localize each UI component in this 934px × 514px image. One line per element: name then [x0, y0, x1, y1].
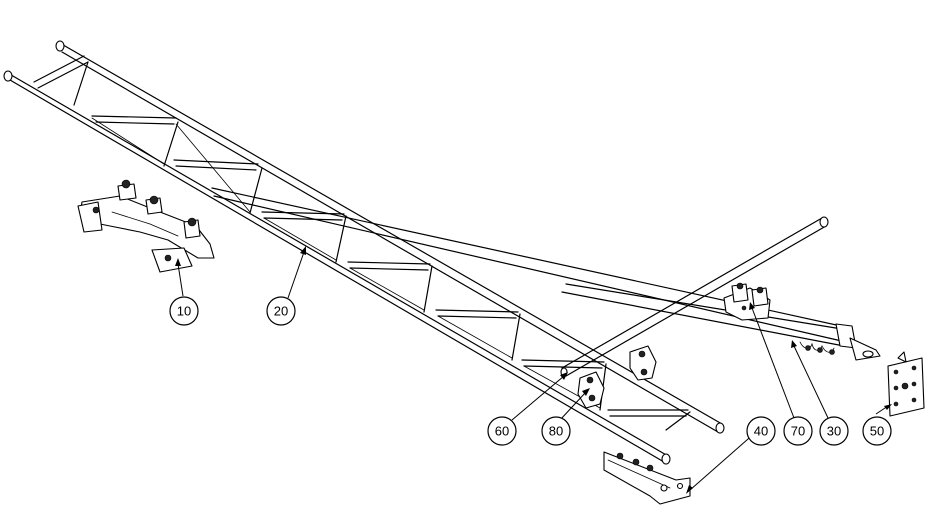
rod: [560, 216, 829, 377]
callout-label-60: 60: [495, 424, 509, 439]
callout-label-20: 20: [274, 304, 288, 319]
callout-label-30: 30: [827, 424, 841, 439]
callout-label-40: 40: [754, 424, 768, 439]
leader-lines: [175, 246, 892, 494]
callout-30: 30: [819, 416, 849, 446]
callout-70: 70: [783, 416, 813, 446]
callout-60: 60: [487, 416, 517, 446]
plate-50: [887, 351, 925, 417]
callout-label-80: 80: [549, 424, 563, 439]
mount-bracket-40: [603, 451, 691, 505]
callout-label-10: 10: [177, 304, 191, 319]
clamps-80: [577, 345, 657, 409]
callout-40: 40: [746, 416, 776, 446]
callout-label-50: 50: [870, 424, 884, 439]
ladder-frame: [3, 40, 725, 465]
clamp-assembly-70: [723, 282, 771, 321]
callout-10: 10: [169, 296, 199, 326]
callout-80: 80: [541, 416, 571, 446]
callout-label-70: 70: [791, 424, 805, 439]
callout-50: 50: [862, 416, 892, 446]
callout-20: 20: [266, 296, 296, 326]
bracket-assembly-10: [77, 179, 215, 273]
